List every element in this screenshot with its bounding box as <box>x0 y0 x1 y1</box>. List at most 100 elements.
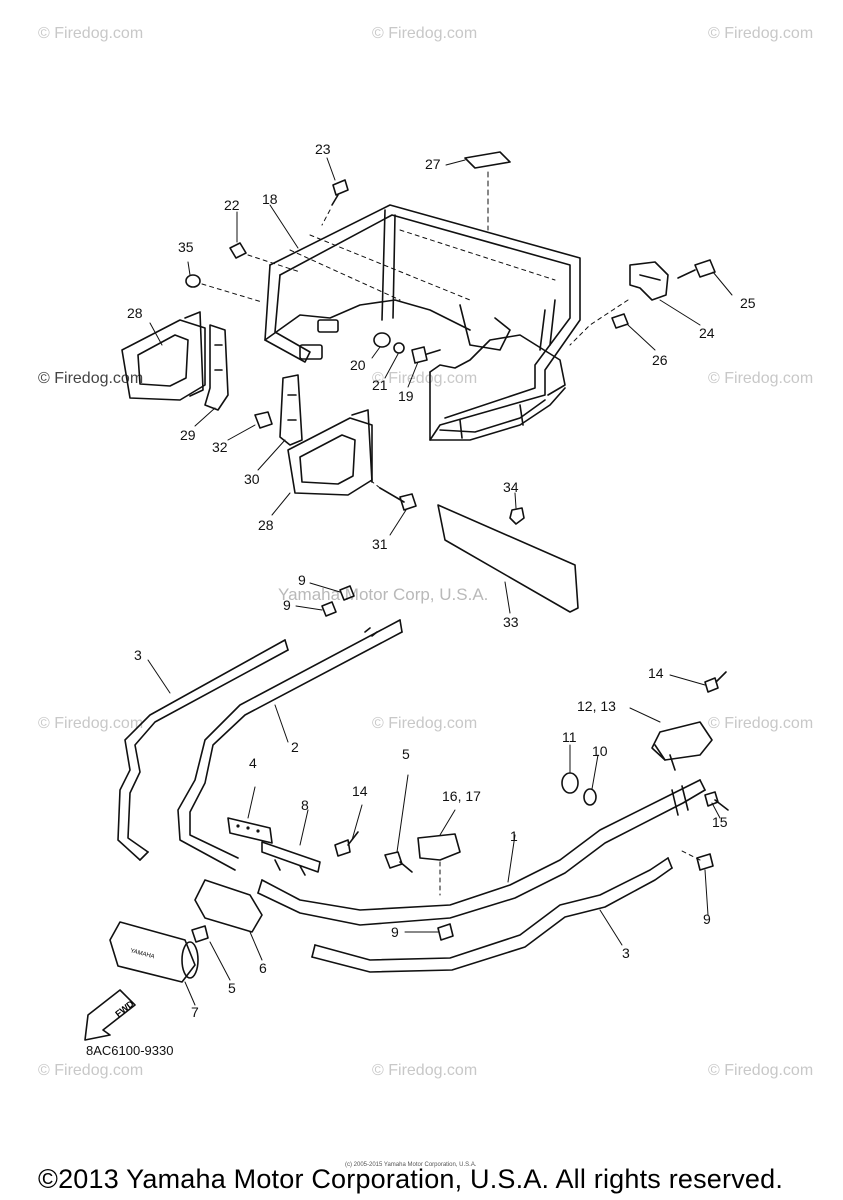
side-cover-28-right <box>287 409 373 496</box>
callout-14: 14 <box>648 665 664 681</box>
nut-26 <box>611 313 629 329</box>
bolt-9 <box>339 585 355 601</box>
watermark-firedog: © Firedog.com <box>708 25 814 42</box>
callout-5: 5 <box>402 746 410 762</box>
sticker-label <box>464 151 511 169</box>
clip-34 <box>509 507 525 525</box>
bracket-8 <box>261 841 321 876</box>
bolt-9 <box>437 923 454 941</box>
callout-9: 9 <box>703 911 711 927</box>
bolt-23 <box>321 179 349 226</box>
callout-3: 3 <box>622 945 630 961</box>
washer-21 <box>393 342 405 354</box>
diagram-code: 8AC6100-9330 <box>86 1043 174 1058</box>
callout-5: 5 <box>228 980 236 996</box>
washer-10 <box>583 788 597 806</box>
watermark-firedog: © Firedog.com <box>708 715 814 732</box>
callout-4: 4 <box>249 755 257 771</box>
callout-9: 9 <box>283 597 291 613</box>
callout-18: 18 <box>262 191 278 207</box>
bolt-5-lower <box>191 925 209 943</box>
callout-14: 14 <box>352 783 368 799</box>
bracket-29 <box>204 324 229 411</box>
grommet-35 <box>185 274 201 288</box>
plate-33 <box>437 504 579 613</box>
watermark-firedog: © Firedog.com <box>38 370 144 387</box>
watermark-firedog: © Firedog.com <box>38 715 144 732</box>
callout-29: 29 <box>180 427 196 443</box>
bracket-24 <box>629 261 669 301</box>
side-rail-2 <box>177 619 403 871</box>
washer-20 <box>373 332 391 348</box>
callout-30: 30 <box>244 471 260 487</box>
footer-copyright: ©2013 Yamaha Motor Corporation, U.S.A. A… <box>38 1164 784 1194</box>
callout-34: 34 <box>503 479 519 495</box>
callout-27: 27 <box>425 156 441 172</box>
watermark-firedog: © Firedog.com <box>372 25 478 42</box>
bracket-16-17 <box>417 833 461 861</box>
bolt-25 <box>677 259 716 279</box>
bolt-5-upper <box>384 851 413 873</box>
callout-25: 25 <box>740 295 756 311</box>
watermark-firedog: © Firedog.com <box>372 1062 478 1079</box>
callout-32: 32 <box>212 439 228 455</box>
bolt-14 <box>334 831 359 857</box>
callout-2: 2 <box>291 739 299 755</box>
callout-12-13: 12, 13 <box>577 698 616 714</box>
screw-14 <box>704 671 727 693</box>
grip-6 <box>194 879 263 933</box>
callout-3: 3 <box>134 647 142 663</box>
callout-23: 23 <box>315 141 331 157</box>
footer-small-copyright: (c) 2005-2015 Yamaha Motor Corporation, … <box>345 1162 477 1168</box>
fwd-label: FWD <box>113 998 136 1019</box>
guard-rail-3-right <box>311 857 673 973</box>
bolt-9 <box>696 853 714 871</box>
nut-32 <box>254 411 273 429</box>
collar-22 <box>229 242 247 259</box>
callout-15: 15 <box>712 814 728 830</box>
watermark-firedog: © Firedog.com <box>38 25 144 42</box>
grip-brand-text: YAMAHA <box>129 948 155 960</box>
callout-7: 7 <box>191 1004 199 1020</box>
callout-26: 26 <box>652 352 668 368</box>
watermark-firedog: © Firedog.com <box>38 1062 144 1079</box>
callout-9: 9 <box>298 572 306 588</box>
watermark-firedog: © Firedog.com <box>372 370 478 387</box>
callout-20: 20 <box>350 357 366 373</box>
callout-11: 11 <box>562 729 577 745</box>
main-frame-1 <box>257 779 706 926</box>
callout-6: 6 <box>259 960 267 976</box>
callout-9: 9 <box>391 924 399 940</box>
callout-28-left: 28 <box>127 305 143 321</box>
bolt-31 <box>379 487 417 511</box>
callout-19: 19 <box>398 388 414 404</box>
callout-35: 35 <box>178 239 194 255</box>
callout-1: 1 <box>510 828 518 844</box>
callout-31: 31 <box>372 536 388 552</box>
bolt-19 <box>411 346 441 364</box>
fwd-arrow <box>84 989 136 1041</box>
watermark-yamaha: Yamaha Motor Corp, U.S.A. <box>278 585 489 604</box>
callout-10: 10 <box>592 743 608 759</box>
bracket-30 <box>279 374 303 446</box>
grommet-11 <box>561 772 579 794</box>
rear-rack-frame <box>264 204 581 441</box>
callout-8: 8 <box>301 797 309 813</box>
light-12-13 <box>651 721 713 761</box>
callout-28-right: 28 <box>258 517 274 533</box>
plate-4 <box>227 817 273 844</box>
bolt-9 <box>321 601 337 617</box>
screw-15 <box>704 791 729 811</box>
grip-7 <box>109 921 196 983</box>
watermark-firedog: © Firedog.com <box>708 370 814 387</box>
guard-rail-3-left <box>117 639 289 861</box>
watermark-firedog: © Firedog.com <box>372 715 478 732</box>
side-cover-28-left <box>121 311 206 401</box>
callout-24: 24 <box>699 325 715 341</box>
callout-21: 21 <box>372 377 388 393</box>
callout-16-17: 16, 17 <box>442 788 481 804</box>
callout-33: 33 <box>503 614 519 630</box>
watermark-firedog: © Firedog.com <box>708 1062 814 1079</box>
callout-22: 22 <box>224 197 240 213</box>
